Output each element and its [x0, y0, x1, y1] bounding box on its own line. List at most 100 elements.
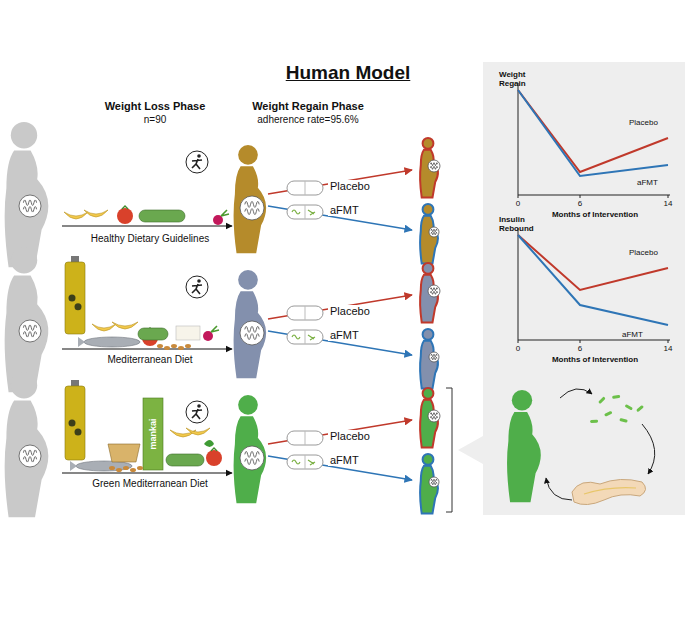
gut-microbes	[245, 326, 259, 339]
chart-box: Insulin ReboundMonths of Intervention061…	[497, 215, 677, 365]
head	[11, 247, 37, 273]
gut-icon	[19, 445, 41, 467]
adherence-note: adherence rate=95.6%	[257, 114, 358, 125]
gut-icon	[428, 285, 440, 297]
capsule-shape	[286, 329, 324, 345]
radish-leaves	[221, 210, 229, 216]
capsule-seam	[305, 431, 306, 445]
capsule-outline	[287, 455, 323, 469]
capsule-outline	[287, 431, 323, 445]
head	[423, 204, 434, 215]
head	[423, 388, 434, 399]
gut-bacterium	[612, 395, 620, 399]
product-label: mankai	[148, 418, 158, 449]
loop-arrow	[546, 478, 572, 500]
gut-icon	[19, 195, 41, 217]
tomato	[117, 208, 133, 224]
title: Human Model	[286, 62, 411, 84]
runner-body	[192, 409, 202, 419]
gut-bacterium	[625, 404, 633, 411]
banana	[92, 324, 116, 331]
body	[420, 150, 438, 198]
axis-tick	[668, 195, 669, 198]
gut-icon	[429, 352, 439, 362]
phase-heading: Weight Regain Phase	[252, 100, 364, 112]
body	[420, 341, 438, 389]
gut-bacterium	[619, 418, 627, 423]
axis-tick	[580, 195, 581, 198]
body	[234, 291, 267, 378]
gut-icon	[19, 320, 41, 342]
gut-microbes	[430, 163, 437, 170]
head	[238, 395, 258, 415]
capsule-shape	[286, 305, 324, 321]
head	[423, 138, 434, 149]
capsule: Placebo	[286, 305, 376, 321]
olive	[75, 303, 82, 310]
tick-label: 0	[516, 344, 520, 353]
banana	[84, 210, 108, 217]
olive	[69, 420, 76, 427]
pancreas	[572, 479, 646, 504]
capsule-outline	[287, 330, 323, 344]
axis-label: Months of Intervention	[552, 355, 638, 364]
capsule: aFMT	[286, 204, 365, 220]
chart-box: Weight RegainMonths of Intervention0614P…	[497, 70, 677, 220]
gut-microbes	[431, 479, 437, 485]
body	[420, 216, 438, 264]
diet-arrow	[62, 225, 232, 226]
almond	[164, 346, 170, 350]
results-panel	[483, 62, 685, 515]
tick-label: 14	[664, 199, 673, 208]
head	[238, 270, 258, 290]
capsule-shape	[286, 204, 324, 220]
body	[420, 400, 438, 448]
exercise-icon	[186, 151, 208, 173]
head	[512, 390, 532, 410]
gut-microbes	[430, 413, 437, 420]
almond	[171, 344, 177, 348]
gut-microbes	[431, 229, 437, 235]
almond	[178, 346, 184, 350]
gut-bacterium	[636, 405, 644, 412]
banana	[112, 322, 138, 329]
mankai-cup	[143, 398, 163, 470]
exercise-icon	[186, 276, 208, 298]
almond	[157, 344, 163, 348]
head	[11, 372, 37, 398]
fish-tail	[78, 337, 85, 347]
placebo-curve	[518, 90, 668, 172]
treatment-label: Placebo	[328, 305, 372, 317]
tomato-stem	[211, 448, 217, 451]
series-label: Placebo	[629, 118, 658, 127]
chart-axes	[518, 228, 670, 340]
capsule-outline	[287, 181, 323, 195]
head	[11, 122, 37, 148]
series-label: aFMT	[637, 178, 658, 187]
capsule-microbes	[292, 210, 315, 215]
capsule-microbes	[292, 460, 315, 465]
body	[234, 166, 267, 253]
chart-axes	[518, 83, 670, 195]
radish-leaves	[211, 326, 219, 332]
diet-arrow	[62, 472, 232, 473]
loop-arrow	[642, 424, 655, 474]
cucumber	[139, 210, 185, 222]
gut-bacterium	[604, 411, 613, 417]
axis-tick	[668, 340, 669, 343]
tick-label: 6	[578, 199, 582, 208]
person-silhouette	[5, 122, 49, 267]
head	[238, 145, 258, 165]
gut-microbes	[431, 354, 437, 360]
placebo-arrow	[268, 295, 412, 319]
capsule-microbes	[292, 335, 315, 340]
runner-head	[197, 279, 201, 283]
runner-head	[197, 404, 201, 408]
gut-icon	[240, 446, 264, 470]
series-label: Placebo	[629, 248, 658, 257]
diet-label: Healthy Dietary Guidelines	[91, 233, 209, 244]
banana	[64, 212, 88, 219]
runner-head	[197, 154, 201, 158]
fish	[76, 461, 132, 471]
person-silhouette	[5, 247, 49, 392]
